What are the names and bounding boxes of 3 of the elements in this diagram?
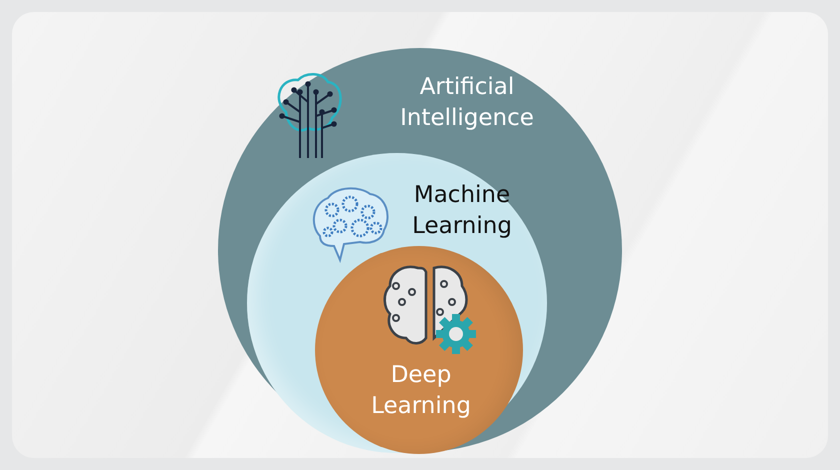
circle-label: Artificial Intelligence	[400, 73, 534, 133]
circle-label: Machine Learning	[411, 181, 513, 241]
circle-label: Deep Learning	[370, 361, 472, 421]
